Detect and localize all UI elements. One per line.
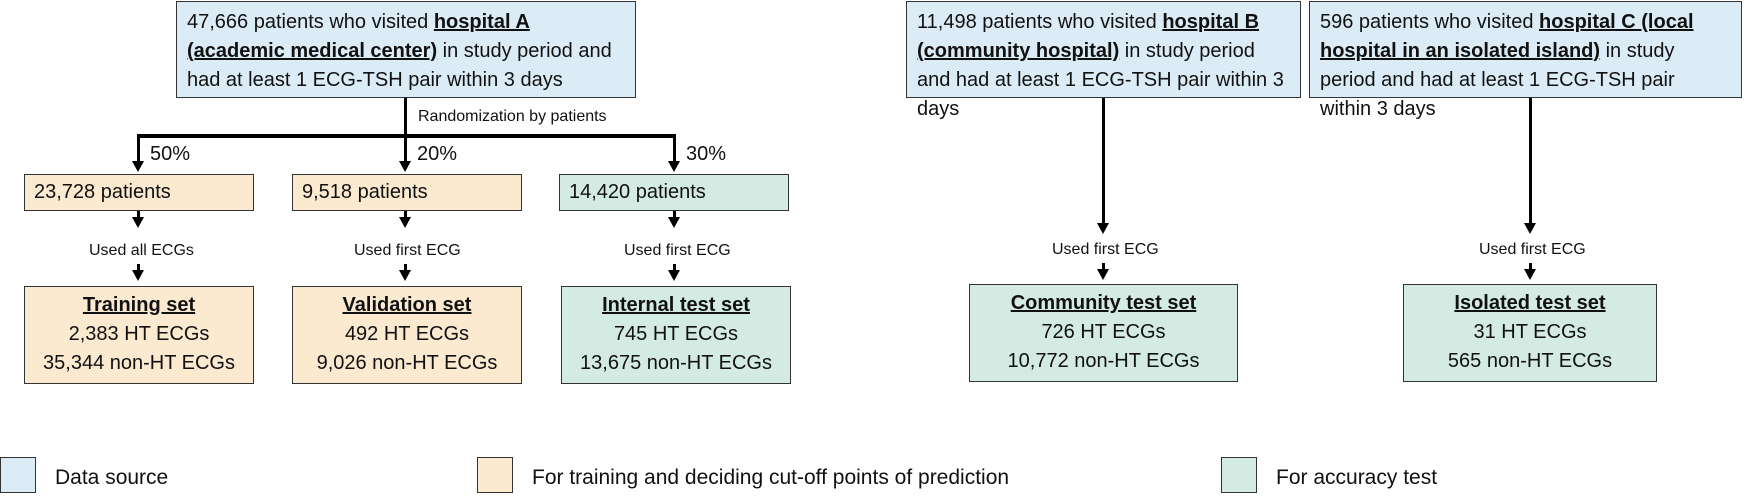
- arrow-b-tail: [1097, 269, 1109, 280]
- legend-swatch-data-source: [0, 457, 36, 493]
- internal-test-set-nonht: 13,675 non-HT ECGs: [580, 352, 772, 374]
- source-b-count: 11,498 patients who visited: [917, 11, 1163, 33]
- isolated-test-set-nonht: 565 non-HT ECGs: [1447, 350, 1613, 372]
- training-set-ht: 2,383 HT ECGs: [68, 323, 210, 345]
- connector-split-1: [137, 134, 140, 162]
- legend-swatch-accuracy: [1221, 457, 1257, 493]
- arrow-valid-b: [399, 270, 411, 281]
- step-label-internal: Used first ECG: [624, 242, 731, 259]
- community-test-set-nonht: 10,772 non-HT ECGs: [1007, 350, 1200, 372]
- connector-b-trunk: [1102, 98, 1105, 224]
- source-a-criteria: in study period and had at least 1 ECG-T…: [187, 40, 612, 91]
- source-box-hospital-a: 47,666 patients who visited hospital A (…: [176, 1, 636, 98]
- source-box-hospital-b: 11,498 patients who visited hospital B (…: [906, 1, 1301, 120]
- community-test-set-title: Community test set: [1010, 292, 1197, 314]
- source-c-count: 596 patients who visited: [1320, 11, 1540, 33]
- source-a-count: 47,666 patients who visited: [187, 11, 434, 33]
- connector-valid-a: [404, 211, 407, 218]
- source-c-criteria: in study period and had at least 1 ECG-T…: [1320, 40, 1675, 120]
- arrow-internal-b: [668, 270, 680, 281]
- arrow-internal-a: [668, 217, 680, 228]
- step-label-isolated: Used first ECG: [1479, 241, 1586, 258]
- legend-swatch-training: [477, 457, 513, 493]
- isolated-test-set-title: Isolated test set: [1454, 292, 1606, 314]
- connector-internal-b: [673, 264, 676, 271]
- connector-a-trunk: [404, 98, 407, 135]
- connector-valid-b: [404, 264, 407, 271]
- legend-label-data-source: Data source: [55, 466, 169, 489]
- split-2-percent: 20%: [417, 143, 458, 165]
- training-set-title: Training set: [82, 294, 196, 316]
- training-set-box: Training set 2,383 HT ECGs 35,344 non-HT…: [24, 286, 254, 384]
- validation-set-box: Validation set 492 HT ECGs 9,026 non-HT …: [292, 286, 522, 384]
- internal-test-set-title: Internal test set: [602, 294, 750, 316]
- source-c-hospital: hospital C (local hospital in an isolate…: [1320, 11, 1694, 62]
- source-b-hospital: hospital B (community hospital): [917, 11, 1260, 62]
- arrow-train-b: [132, 270, 144, 281]
- arrow-split-1: [132, 161, 144, 172]
- patients-box-internal-test: 14,420 patients: [559, 174, 789, 211]
- internal-test-set-ht: 745 HT ECGs: [613, 323, 739, 345]
- arrow-train-a: [132, 217, 144, 228]
- legend-label-accuracy: For accuracy test: [1276, 466, 1438, 489]
- community-test-set-ht: 726 HT ECGs: [1041, 321, 1166, 343]
- isolated-test-set-box: Isolated test set 31 HT ECGs 565 non-HT …: [1403, 284, 1657, 382]
- arrow-c-tail: [1524, 269, 1536, 280]
- isolated-test-set-ht: 31 HT ECGs: [1473, 321, 1587, 343]
- step-label-community: Used first ECG: [1052, 241, 1159, 258]
- community-test-set-box: Community test set 726 HT ECGs 10,772 no…: [969, 284, 1238, 382]
- source-a-hospital: hospital A (academic medical center): [187, 11, 530, 62]
- source-box-hospital-c: 596 patients who visited hospital C (loc…: [1309, 1, 1742, 120]
- arrow-split-3: [668, 161, 680, 172]
- connector-internal-a: [673, 211, 676, 218]
- split-1-percent: 50%: [150, 143, 191, 165]
- arrow-b-trunk: [1097, 223, 1109, 234]
- randomization-label: Randomization by patients: [418, 108, 607, 125]
- arrow-valid-a: [399, 217, 411, 228]
- training-set-nonht: 35,344 non-HT ECGs: [43, 352, 235, 374]
- arrow-c-trunk: [1524, 223, 1536, 234]
- patients-box-training: 23,728 patients: [24, 174, 254, 211]
- split-3-percent: 30%: [686, 143, 727, 165]
- source-b-criteria: in study period and had at least 1 ECG-T…: [917, 40, 1284, 120]
- connector-train-b: [137, 264, 140, 271]
- internal-test-set-box: Internal test set 745 HT ECGs 13,675 non…: [561, 286, 791, 384]
- validation-set-ht: 492 HT ECGs: [344, 323, 470, 345]
- connector-train-a: [137, 211, 140, 218]
- connector-b-tail: [1102, 263, 1105, 270]
- legend-label-training: For training and deciding cut-off points…: [532, 466, 1010, 489]
- connector-split-2: [404, 134, 407, 162]
- step-label-validation: Used first ECG: [354, 242, 461, 259]
- connector-c-tail: [1529, 263, 1532, 270]
- connector-split-3: [673, 134, 676, 162]
- arrow-split-2: [399, 161, 411, 172]
- connector-c-trunk: [1529, 98, 1532, 224]
- validation-set-title: Validation set: [342, 294, 472, 316]
- validation-set-nonht: 9,026 non-HT ECGs: [316, 352, 498, 374]
- step-label-training: Used all ECGs: [89, 242, 194, 259]
- patients-box-validation: 9,518 patients: [292, 174, 522, 211]
